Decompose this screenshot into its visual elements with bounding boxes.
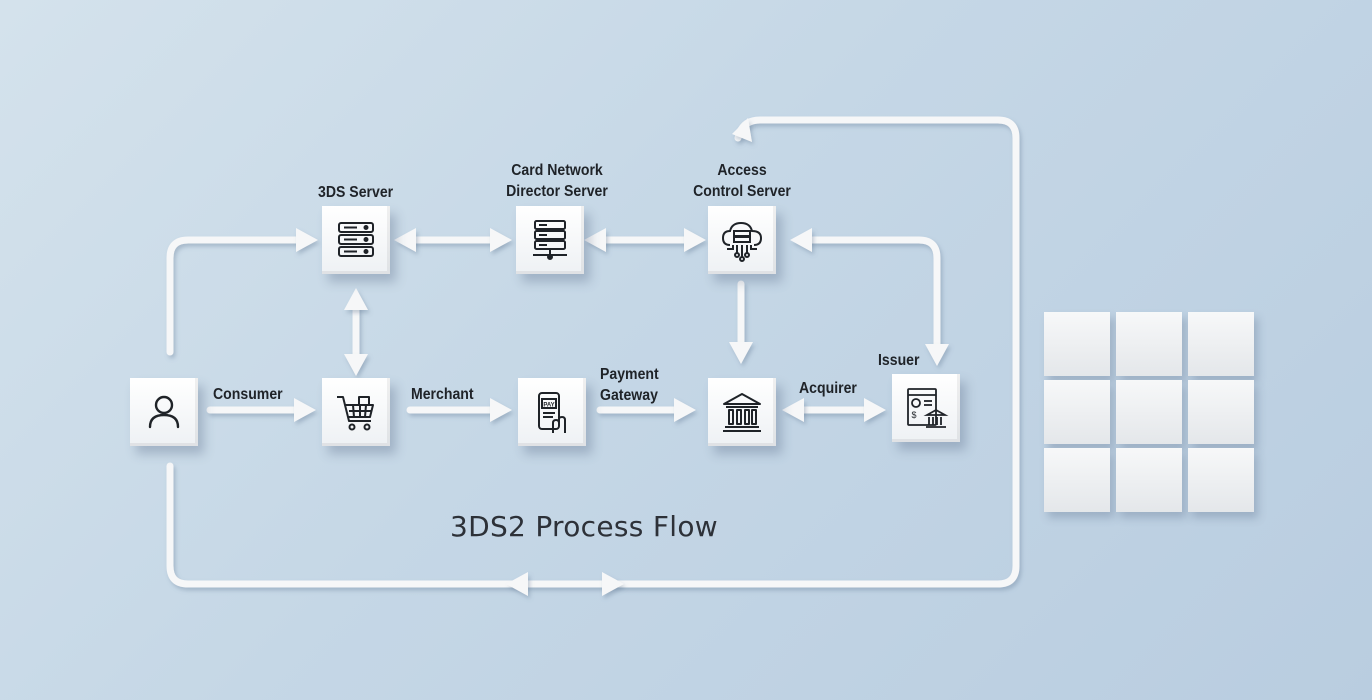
cube <box>1188 380 1254 444</box>
cube <box>1188 312 1254 376</box>
arrowhead <box>684 228 706 252</box>
user-icon <box>148 395 180 429</box>
arrowhead <box>674 398 696 422</box>
arrowhead <box>490 228 512 252</box>
connector-consumer-to-3ds <box>166 236 306 356</box>
arrowhead <box>344 354 368 376</box>
card-network-label-line2: Director Server <box>506 183 608 200</box>
acquirer-node[interactable] <box>708 378 776 446</box>
issuer-node[interactable]: $ <box>892 374 960 442</box>
arrowhead <box>506 572 528 596</box>
bank-icon <box>723 393 761 432</box>
acs-label: Access Control Server <box>680 160 803 202</box>
payment-gateway-label-line1: Payment <box>600 366 659 383</box>
arrowhead <box>790 228 812 252</box>
cube <box>1116 312 1182 376</box>
cube <box>1044 380 1110 444</box>
cube <box>1044 448 1110 512</box>
cube <box>1116 448 1182 512</box>
cube <box>1188 448 1254 512</box>
merchant-node[interactable] <box>322 378 390 446</box>
arrowhead <box>296 228 318 252</box>
merchant-label: Merchant <box>411 386 474 403</box>
arrowhead <box>729 342 753 364</box>
mobile-pay-icon: PAY <box>538 392 566 433</box>
connector-issuer-acs <box>804 236 941 349</box>
server-icon <box>338 222 374 257</box>
acs-label-line2: Control Server <box>693 183 791 200</box>
arrowhead <box>782 398 804 422</box>
payment-gateway-label-line2: Gateway <box>600 387 658 404</box>
network-server-icon <box>533 220 567 260</box>
issuer-document-bank-icon: $ <box>907 388 949 428</box>
card-network-label-line1: Card Network <box>511 162 603 179</box>
arrowhead <box>394 228 416 252</box>
arrowhead <box>925 344 949 366</box>
card-network-label: Card Network Director Server <box>495 160 618 202</box>
arrowhead <box>864 398 886 422</box>
acs-node[interactable] <box>708 206 776 274</box>
acquirer-label: Acquirer <box>799 380 857 397</box>
svg-text:PAY: PAY <box>543 403 554 409</box>
threeds-server-node[interactable] <box>322 206 390 274</box>
arrowhead <box>602 572 624 596</box>
consumer-node[interactable] <box>130 378 198 446</box>
payment-gateway-label: Payment Gateway <box>600 364 659 406</box>
arrowhead <box>584 228 606 252</box>
connector-outer-loop <box>166 116 1020 588</box>
payment-gateway-node[interactable]: PAY <box>518 378 586 446</box>
cube <box>1116 380 1182 444</box>
arrowhead <box>294 398 316 422</box>
acs-label-line1: Access <box>717 162 767 179</box>
arrowhead <box>732 118 752 142</box>
issuer-label: Issuer <box>878 352 920 369</box>
arrowhead <box>344 288 368 310</box>
cube <box>1044 312 1110 376</box>
threeds-server-label: 3DS Server <box>318 184 394 201</box>
consumer-label: Consumer <box>213 386 283 403</box>
card-network-node[interactable] <box>516 206 584 274</box>
arrowhead <box>490 398 512 422</box>
shopping-cart-icon <box>337 396 374 431</box>
diagram-title: 3DS2 Process Flow <box>450 510 718 543</box>
cloud-server-icon <box>721 221 763 262</box>
svg-text:$: $ <box>911 410 916 420</box>
